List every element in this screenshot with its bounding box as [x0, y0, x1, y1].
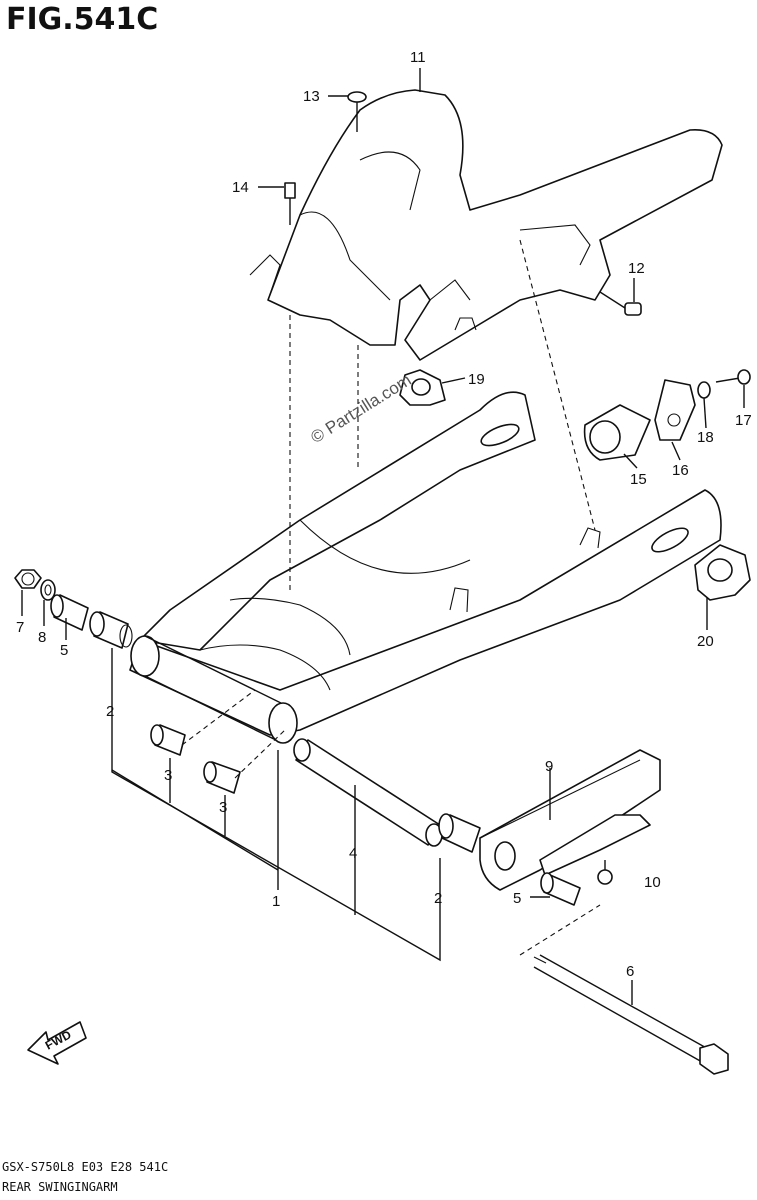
callout-12: 12 — [628, 260, 645, 277]
axle-bolt-part-6 — [533, 954, 729, 1075]
callout-1: 1 — [272, 893, 280, 910]
callout-4: 4 — [349, 845, 357, 862]
callout-9: 9 — [545, 758, 553, 775]
callout-5-right: 5 — [513, 890, 521, 907]
pivot-shaft-part-4 — [293, 738, 443, 847]
figure-title: FIG.541C — [6, 2, 159, 37]
part-name: REAR SWINGINGARM — [2, 1180, 118, 1194]
bearing-part-3-lower — [203, 761, 241, 794]
callout-10: 10 — [644, 874, 661, 891]
callout-17: 17 — [735, 412, 752, 429]
fwd-arrow-icon: FWD — [27, 1021, 87, 1065]
callout-6: 6 — [626, 963, 634, 980]
callout-20: 20 — [697, 633, 714, 650]
callout-3-upper: 3 — [164, 767, 172, 784]
callout-labels: 11 13 14 12 19 17 18 16 15 20 7 8 5 2 3 … — [16, 49, 752, 980]
adjuster-plate-part-16 — [654, 379, 696, 441]
washer-part-18 — [697, 381, 711, 399]
callout-13: 13 — [303, 88, 320, 105]
assembly-dashed-lines — [181, 239, 601, 956]
callout-11: 11 — [410, 49, 426, 66]
screw-part-13 — [347, 91, 367, 132]
callout-15: 15 — [630, 471, 647, 488]
callout-3-lower: 3 — [219, 799, 227, 816]
spacer-part-5-right — [540, 872, 581, 906]
callout-2-right: 2 — [434, 890, 442, 907]
leader-lines — [21, 68, 745, 1005]
chain-adjuster-part-15 — [583, 404, 651, 461]
washer-part-8 — [40, 579, 56, 601]
clip-part-14 — [284, 182, 296, 225]
bolt-part-12 — [599, 291, 642, 316]
spacer-part-5-left — [50, 594, 89, 631]
callout-16: 16 — [672, 462, 689, 479]
callout-18: 18 — [697, 429, 714, 446]
callout-19: 19 — [468, 371, 485, 388]
bolt-part-17 — [715, 369, 751, 385]
callout-7: 7 — [16, 619, 24, 636]
bearing-part-2-left — [89, 611, 133, 649]
chain-guide-part-9 — [479, 749, 661, 891]
callout-2-left: 2 — [106, 703, 114, 720]
bearing-part-3-upper — [150, 724, 186, 756]
model-code: GSX-S750L8 E03 E28 541C — [2, 1160, 169, 1174]
callout-5-left: 5 — [60, 642, 68, 659]
callout-8: 8 — [38, 629, 46, 646]
bracket-part-20 — [694, 544, 751, 601]
bearing-part-2-right — [438, 813, 481, 853]
rear-fender-part-11 — [249, 89, 723, 361]
nut-part-7 — [14, 569, 42, 589]
callout-14: 14 — [232, 179, 249, 196]
shock-bracket-part-19 — [399, 369, 446, 406]
swingarm-part-1 — [129, 391, 722, 744]
